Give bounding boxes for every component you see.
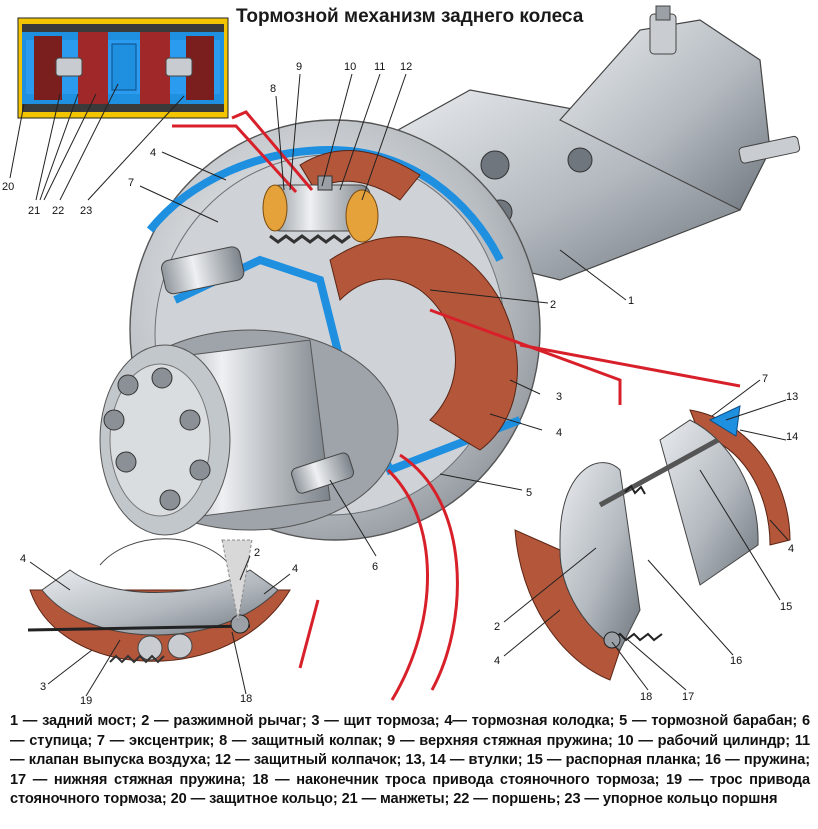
brake-diagram: 1 2 2 2 3 3 4 4 4 4 4 4 5 6 7 7 8 9 10 1… [2, 5, 801, 705]
callout-7: 7 [128, 177, 134, 189]
callout-16: 16 [730, 655, 742, 667]
callout-5: 5 [526, 487, 532, 499]
inset-leader-lines [9, 83, 185, 201]
callout-4: 4 [292, 563, 298, 575]
callout-23: 23 [80, 205, 92, 217]
callout-8: 8 [270, 83, 276, 95]
callout-9: 9 [296, 61, 302, 73]
callout-4: 4 [788, 543, 794, 555]
wheel-hub [99, 246, 399, 536]
callout-labels: 1 2 2 2 3 3 4 4 4 4 4 4 5 6 7 7 8 9 10 1… [2, 61, 798, 705]
cutaway-lines [172, 110, 741, 701]
wheel-cylinder-inset [17, 17, 229, 119]
callout-4: 4 [150, 147, 156, 159]
parking-cable-view [27, 538, 291, 664]
callout-14: 14 [786, 431, 798, 443]
callout-22: 22 [52, 205, 64, 217]
callout-17: 17 [682, 691, 694, 703]
upper-return-spring [269, 234, 351, 244]
callout-12: 12 [400, 61, 412, 73]
callout-4: 4 [556, 427, 562, 439]
callout-3: 3 [556, 391, 562, 403]
callout-18: 18 [240, 693, 252, 705]
callout-2: 2 [550, 299, 556, 311]
parts-legend: 1 — задний мост; 2 — разжимной рычаг; 3 … [10, 713, 810, 808]
callout-20: 20 [2, 181, 14, 193]
callout-21: 21 [28, 205, 40, 217]
callout-10: 10 [344, 61, 356, 73]
diagram-title: Тормозной механизм заднего колеса [236, 6, 584, 27]
callout-7: 7 [762, 373, 768, 385]
callout-11: 11 [374, 61, 385, 73]
callout-18: 18 [640, 691, 652, 703]
callout-19: 19 [80, 695, 92, 705]
callout-4: 4 [494, 655, 500, 667]
callout-15: 15 [780, 601, 792, 613]
callout-6: 6 [372, 561, 378, 573]
callout-1: 1 [628, 295, 634, 307]
wheel-cylinder [262, 175, 379, 243]
leader-lines [29, 73, 789, 697]
callout-4: 4 [20, 553, 26, 565]
callout-2: 2 [254, 547, 260, 559]
callout-3: 3 [40, 681, 46, 693]
callout-13: 13 [786, 391, 798, 403]
callout-2: 2 [494, 621, 500, 633]
shoe-assembly-view [514, 405, 791, 681]
